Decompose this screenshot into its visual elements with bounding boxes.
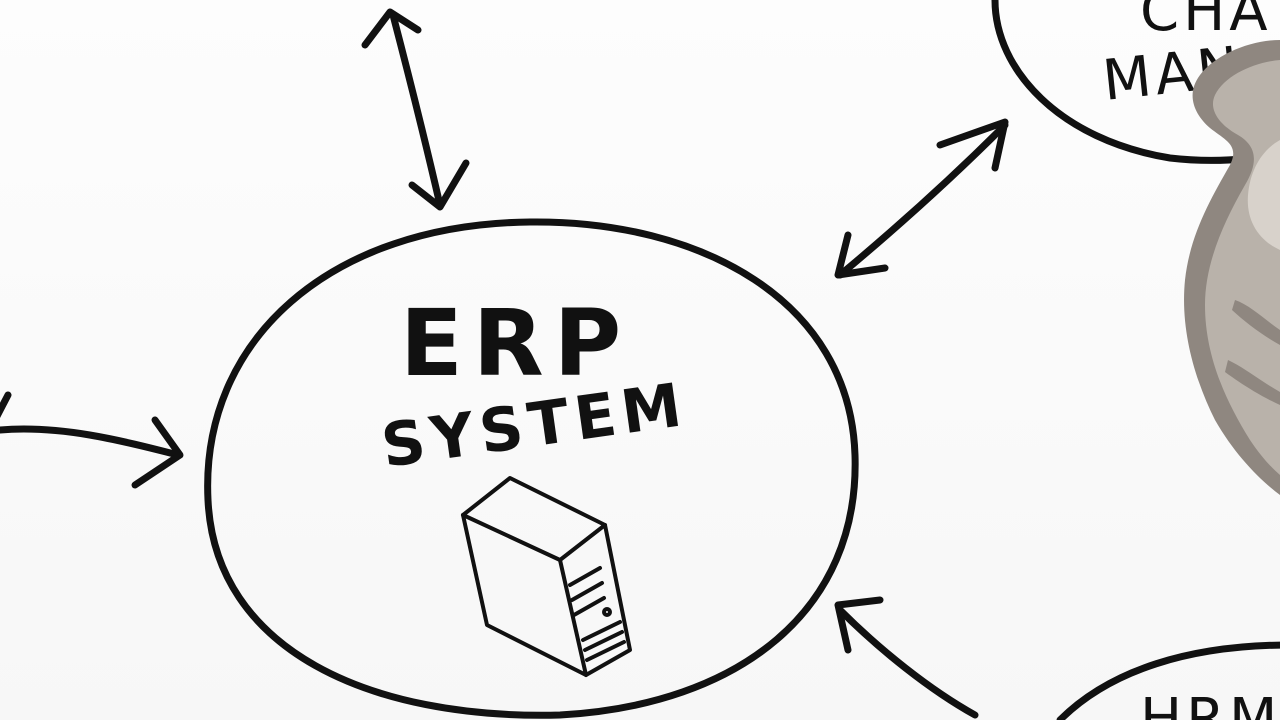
hand-image — [1184, 40, 1280, 495]
node-change-label-top: CHA — [1140, 0, 1272, 44]
node-hrm: HRM — [1056, 641, 1280, 720]
arrow-lower-right — [834, 596, 979, 719]
center-ellipse — [204, 218, 859, 719]
server-tower-icon — [461, 476, 632, 677]
arrow-upper-right — [834, 118, 1009, 279]
arrow-top — [361, 8, 470, 211]
node-hrm-label: HRM — [1140, 687, 1280, 720]
center-title: ERP — [400, 290, 631, 397]
arrow-left — [0, 391, 184, 489]
